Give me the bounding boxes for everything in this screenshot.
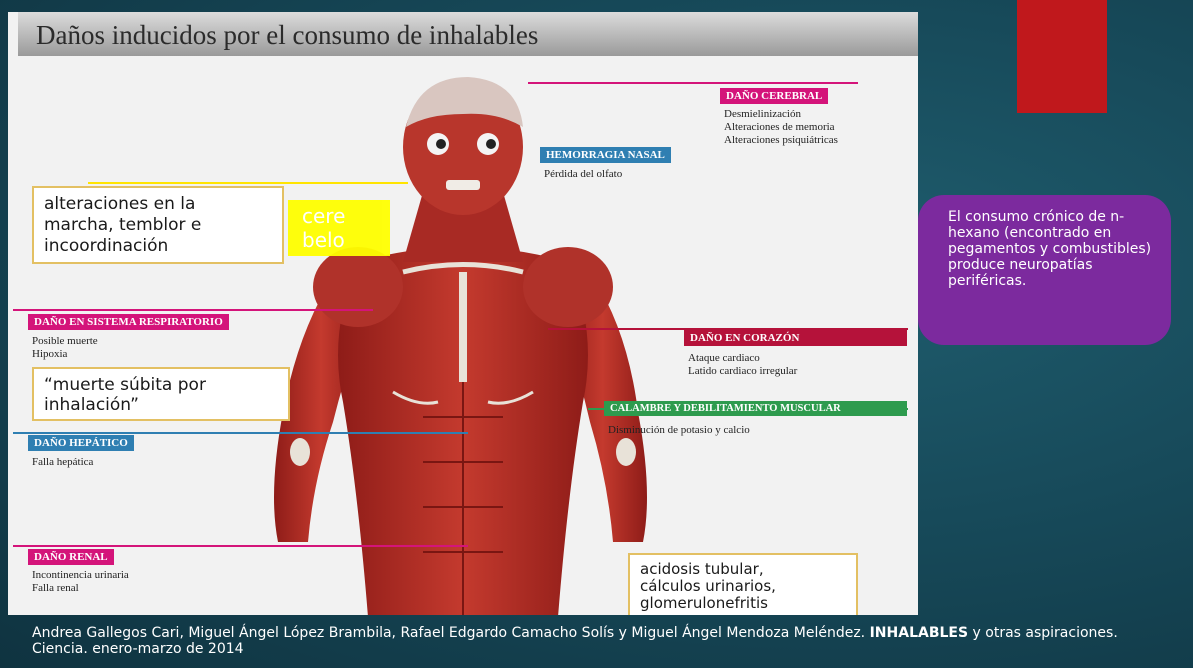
kidney-damage-label: DAÑO RENAL: [28, 549, 114, 565]
respiratory-damage-label: DAÑO EN SISTEMA RESPIRATORIO: [28, 314, 229, 330]
brain-detail: Desmielinización: [724, 108, 838, 121]
citation: Andrea Gallegos Cari, Miguel Ángel López…: [32, 625, 1172, 657]
brain-detail: Alteraciones psiquiátricas: [724, 134, 838, 147]
respiratory-detail: Posible muerte: [32, 335, 98, 348]
nasal-hemorrhage-label: HEMORRAGIA NASAL: [540, 147, 671, 163]
callout-line: incoordinación: [44, 236, 272, 257]
kidney-leader-line: [13, 545, 468, 547]
nasal-detail: Pérdida del olfato: [544, 168, 622, 181]
cerebelo-text: cere: [302, 204, 390, 228]
title-bar: Daños inducidos por el consumo de inhala…: [18, 12, 918, 56]
muscle-weakness-label: CALAMBRE Y DEBILITAMIENTO MUSCULAR: [604, 401, 907, 416]
callout-line: inhalación”: [44, 395, 278, 415]
heart-detail: Latido cardiaco irregular: [688, 365, 797, 378]
liver-leader-line: [13, 432, 468, 434]
liver-detail: Falla hepática: [32, 456, 93, 469]
gait-leader-line: [88, 182, 408, 184]
heart-details: Ataque cardiaco Latido cardiaco irregula…: [688, 352, 797, 378]
n-hexane-note: El consumo crónico de n-hexano (encontra…: [918, 195, 1171, 345]
n-hexane-note-text: El consumo crónico de n-hexano (encontra…: [948, 209, 1157, 289]
callout-line: alteraciones en la: [44, 194, 272, 215]
kidney-detail: Falla renal: [32, 582, 129, 595]
callout-line: cálculos urinarios,: [640, 578, 846, 595]
heart-damage-label: DAÑO EN CORAZÓN: [684, 330, 907, 346]
callout-line: acidosis tubular,: [640, 561, 846, 578]
red-accent-block: [1017, 0, 1107, 113]
cerebelo-text: belo: [302, 228, 390, 252]
heart-detail: Ataque cardiaco: [688, 352, 797, 365]
renal-callout: acidosis tubular, cálculos urinarios, gl…: [628, 553, 858, 615]
liver-damage-label: DAÑO HEPÁTICO: [28, 435, 134, 451]
gait-callout: alteraciones en la marcha, temblor e inc…: [32, 186, 284, 264]
kidney-details: Incontinencia urinaria Falla renal: [32, 569, 129, 595]
respiratory-detail: Hipoxia: [32, 348, 98, 361]
brain-damage-details: Desmielinización Alteraciones de memoria…: [724, 108, 838, 147]
callout-line: glomerulonefritis: [640, 595, 846, 612]
respiratory-details: Posible muerte Hipoxia: [32, 335, 98, 361]
sudden-death-callout: “muerte súbita por inhalación”: [32, 367, 290, 421]
cerebelo-highlight: cere belo: [288, 200, 390, 256]
slide-image: Daños inducidos por el consumo de inhala…: [8, 12, 918, 615]
muscle-detail: Disminución de potasio y calcio: [608, 424, 750, 437]
brain-detail: Alteraciones de memoria: [724, 121, 838, 134]
callout-line: “muerte súbita por: [44, 375, 278, 395]
respiratory-leader-line: [13, 309, 373, 311]
brain-damage-label: DAÑO CEREBRAL: [720, 88, 828, 104]
callout-line: marcha, temblor e: [44, 215, 272, 236]
slide-title: Daños inducidos por el consumo de inhala…: [36, 20, 538, 51]
citation-title: INHALABLES: [870, 625, 968, 641]
citation-authors: Andrea Gallegos Cari, Miguel Ángel López…: [32, 625, 870, 641]
brain-leader-line: [528, 82, 858, 84]
kidney-detail: Incontinencia urinaria: [32, 569, 129, 582]
